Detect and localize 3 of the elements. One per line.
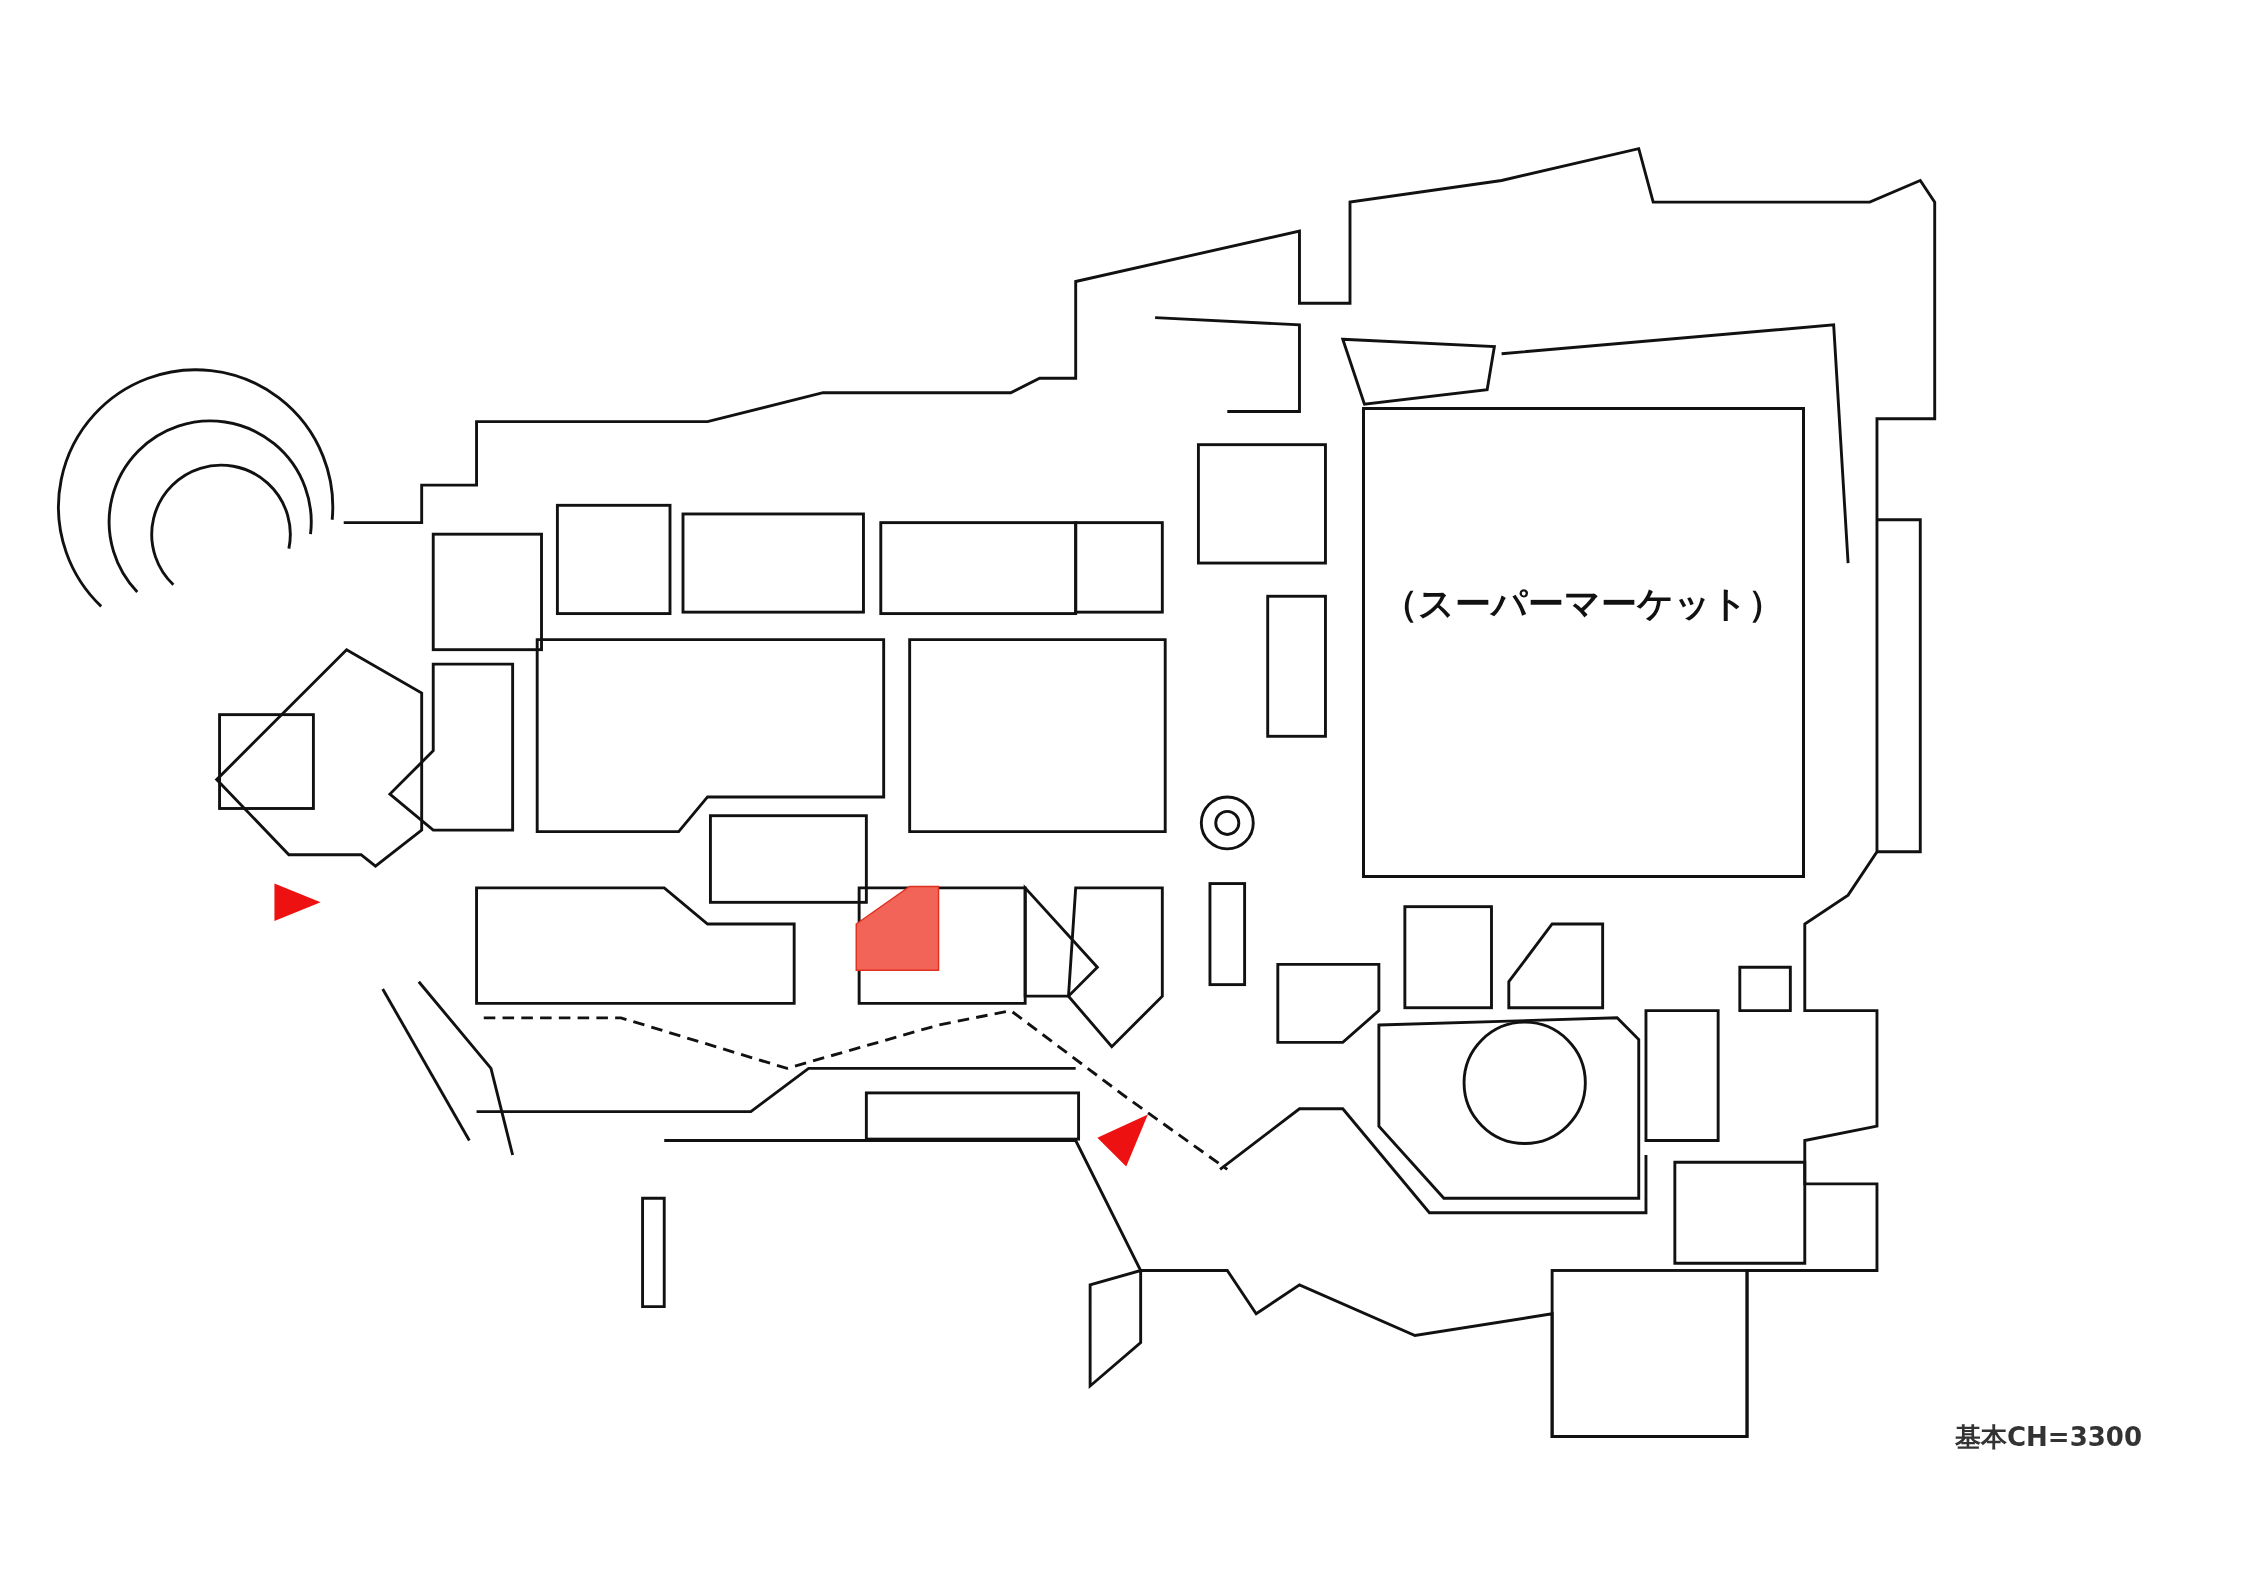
store-name: （スーパーマーケット） bbox=[1381, 582, 1786, 627]
ceiling-height-note: 基本CH=3300 bbox=[1955, 1421, 2142, 1454]
store-area bbox=[1361, 407, 1805, 878]
